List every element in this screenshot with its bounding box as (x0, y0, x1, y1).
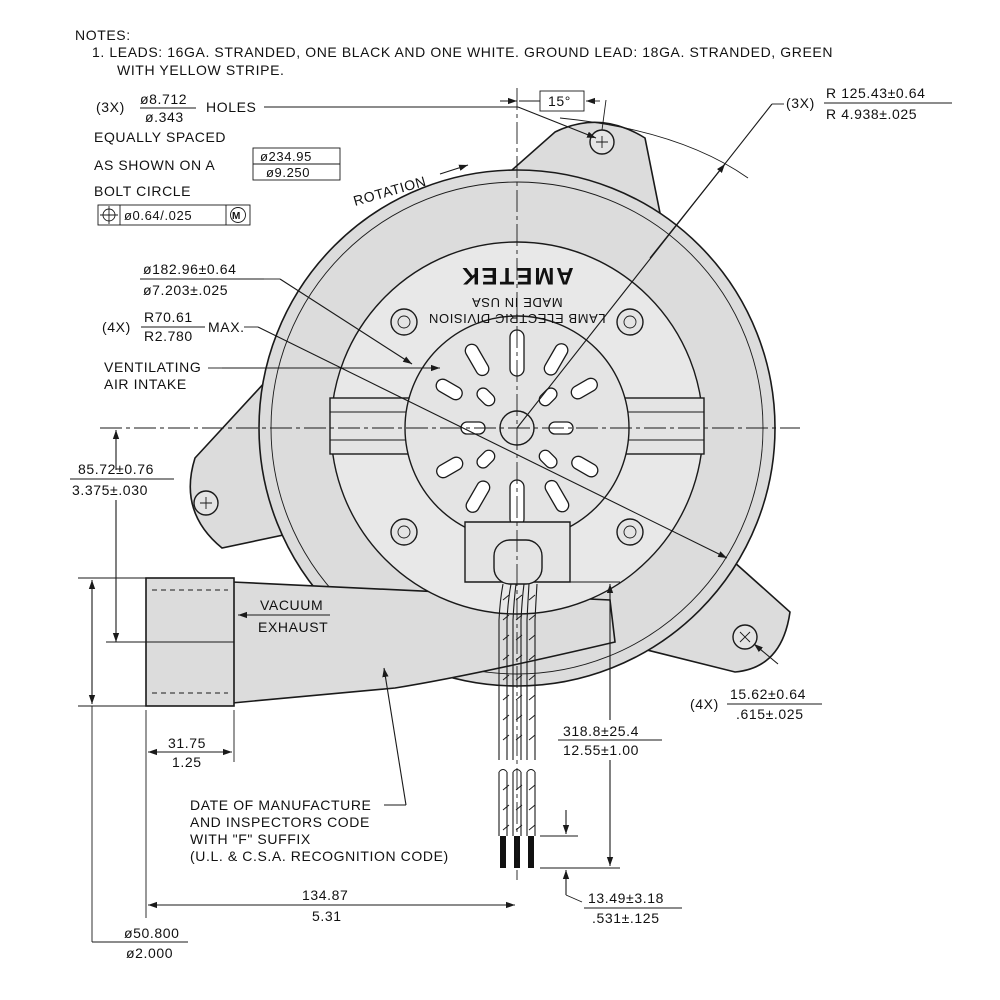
flange-radius-in: R 4.938±.025 (826, 106, 917, 122)
offset-in: 3.375±.030 (72, 482, 148, 498)
offset-dimension: 85.72±0.76 3.375±.030 (70, 430, 234, 643)
mounting-hole-icon (732, 624, 758, 650)
center-dist-in: 5.31 (312, 908, 342, 924)
corner-radius-in: .615±.025 (736, 706, 804, 722)
bolt-circle-mm: ø234.95 (260, 149, 312, 164)
outlet-length-in: 1.25 (172, 754, 202, 770)
flange-radius-qty: (3X) (786, 95, 815, 111)
date-code-callout: DATE OF MANUFACTURE AND INSPECTORS CODE … (190, 667, 449, 864)
radius-max-mm: R70.61 (144, 309, 193, 325)
date-code-line-4: (U.L. & C.S.A. RECOGNITION CODE) (190, 848, 449, 864)
intake-callout: VENTILATING AIR INTAKE (104, 359, 440, 392)
mounting-screw-icon (616, 518, 644, 546)
hole-qty: (3X) (96, 99, 125, 115)
exhaust-line-2: EXHAUST (258, 619, 328, 635)
lead-length-mm: 318.8±25.4 (563, 723, 639, 739)
mmc-modifier: M (232, 211, 240, 222)
center-lines (100, 88, 800, 880)
lead-length-dimension: 318.8±25.4 12.55±1.00 (540, 581, 662, 869)
mounting-hole-icon (589, 129, 615, 155)
note-line-1: 1. LEADS: 16GA. STRANDED, ONE BLACK AND … (92, 44, 833, 60)
outlet-dia-in: ø2.000 (126, 945, 173, 961)
angle-value: 15° (548, 93, 571, 109)
strip-length-in: .531±.125 (592, 910, 660, 926)
position-tolerance: ø0.64/.025 (124, 208, 192, 223)
mounting-screw-icon (390, 518, 418, 546)
label-plate-line-1: LAMB ELECTRIC DIVISION (428, 311, 605, 326)
mmc-modifier-icon (230, 207, 246, 223)
corner-radius-callout: (4X) 15.62±0.64 .615±.025 (690, 643, 822, 722)
date-code-line-2: AND INSPECTORS CODE (190, 814, 370, 830)
exhaust-callout: VACUUM EXHAUST (238, 597, 330, 635)
intake-line-2: AIR INTAKE (104, 376, 187, 392)
note-line-2: WITH YELLOW STRIPE. (117, 62, 285, 78)
blower-housing (145, 121, 791, 707)
outlet-length-mm: 31.75 (168, 735, 206, 751)
outlet-length-dimension: 31.75 1.25 (145, 710, 235, 918)
bolt-circle-in: ø9.250 (266, 165, 310, 180)
brand-logo: AMETEK (460, 262, 573, 289)
bolt-circle-text: BOLT CIRCLE (94, 183, 191, 199)
housing-dia-mm: ø182.96±0.64 (143, 261, 237, 277)
mounting-hole-icon (193, 490, 219, 516)
radius-max-in: R2.780 (144, 328, 193, 344)
date-code-line-3: WITH "F" SUFFIX (190, 831, 311, 847)
hole-callout: (3X) ø8.712 ø.343 HOLES EQUALLY SPACED A… (94, 91, 597, 226)
hole-label: HOLES (206, 99, 256, 115)
outlet-diameter-dimension: ø50.800 ø2.000 (78, 577, 188, 961)
housing-dia-in: ø7.203±.025 (143, 282, 228, 298)
flange-radius-mm: R 125.43±0.64 (826, 85, 926, 101)
grommet (493, 539, 543, 585)
position-tolerance-icon (100, 206, 118, 224)
exhaust-line-1: VACUUM (260, 597, 323, 613)
lead-length-in: 12.55±1.00 (563, 742, 639, 758)
hole-spacing-text: EQUALLY SPACED (94, 129, 226, 145)
radius-max-callout: (4X) R70.61 R2.780 MAX. (102, 309, 728, 559)
intake-line-1: VENTILATING (104, 359, 201, 375)
hole-circle-text: AS SHOWN ON A (94, 157, 215, 173)
corner-radius-qty: (4X) (690, 696, 719, 712)
mounting-screw-icon (390, 308, 418, 336)
hole-dia-in: ø.343 (145, 109, 184, 125)
hole-dia-mm: ø8.712 (140, 91, 187, 107)
label-plate: LAMB ELECTRIC DIVISION MADE IN USA AMETE… (428, 262, 605, 326)
center-distance-dimension: 134.87 5.31 (148, 887, 515, 924)
radius-max-qty: (4X) (102, 319, 131, 335)
mounting-screw-icon (616, 308, 644, 336)
date-code-line-1: DATE OF MANUFACTURE (190, 797, 371, 813)
lead-wires (498, 583, 538, 868)
label-plate-line-2: MADE IN USA (471, 295, 562, 310)
radius-max-suffix: MAX. (208, 319, 245, 335)
outlet-dia-mm: ø50.800 (124, 925, 180, 941)
housing-diameter-callout: ø182.96±0.64 ø7.203±.025 (140, 261, 413, 365)
strip-length-dimension: 13.49±3.18 .531±.125 (540, 810, 682, 926)
notes-heading: NOTES: (75, 27, 131, 43)
corner-radius-mm: 15.62±0.64 (730, 686, 806, 702)
angle-dimension: 15° (500, 90, 607, 131)
strip-length-mm: 13.49±3.18 (588, 890, 664, 906)
flange-radius-callout: (3X) R 125.43±0.64 R 4.938±.025 (516, 85, 952, 429)
center-dist-mm: 134.87 (302, 887, 348, 903)
